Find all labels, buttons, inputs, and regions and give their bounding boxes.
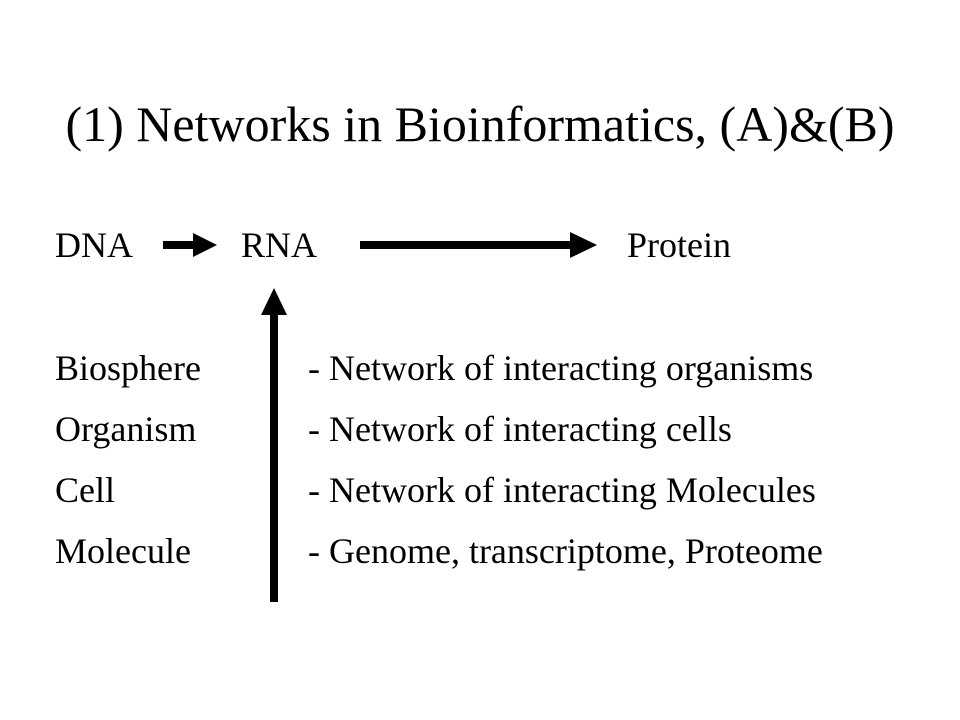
slide-title: (1) Networks in Bioinformatics, (A)&(B): [65, 96, 895, 152]
level-description: - Network of interacting Molecules: [308, 470, 816, 510]
level-label: Organism: [55, 409, 197, 449]
level-description: - Network of interacting cells: [308, 409, 732, 449]
hierarchy-up-arrow: [261, 288, 287, 602]
level-row-cell: Cell - Network of interacting Molecules: [0, 467, 960, 525]
level-row-organism: Organism - Network of interacting cells: [0, 406, 960, 464]
level-row-biosphere: Biosphere - Network of interacting organ…: [0, 345, 960, 403]
level-label: Cell: [55, 470, 115, 510]
level-description: - Network of interacting organisms: [308, 348, 814, 388]
protein-label: Protein: [627, 225, 731, 265]
rna-to-protein-arrow: [360, 232, 597, 258]
dna-label: DNA: [55, 225, 133, 265]
level-label: Molecule: [55, 531, 191, 571]
level-row-molecule: Molecule - Genome, transcriptome, Proteo…: [0, 528, 960, 586]
rna-label: RNA: [241, 225, 318, 265]
level-label: Biosphere: [55, 348, 201, 388]
dna-to-rna-arrow: [163, 233, 217, 257]
level-description: - Genome, transcriptome, Proteome: [308, 531, 823, 571]
